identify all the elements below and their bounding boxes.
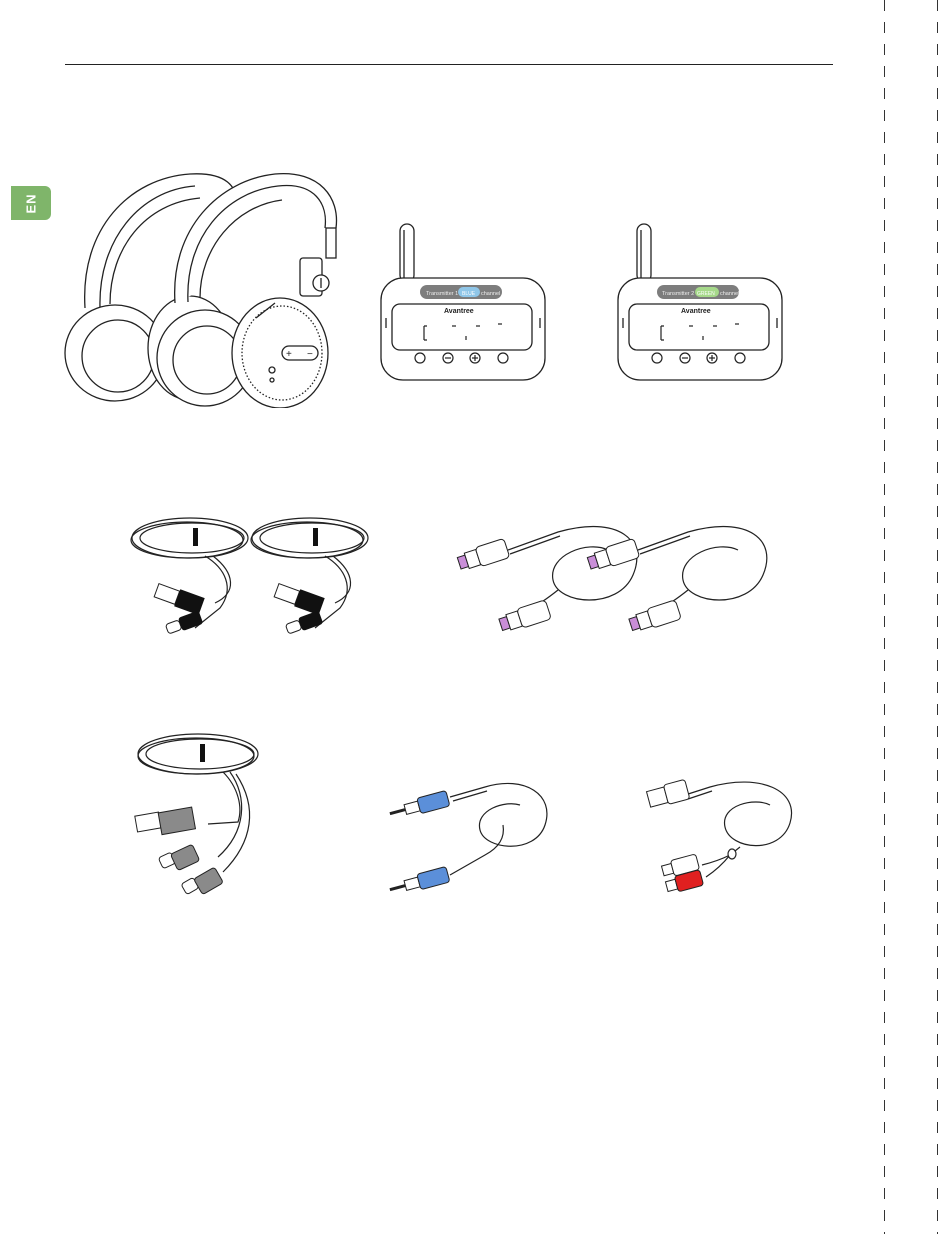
transmitter-1-illustration: Transmitter 1 - BLUE channel Avantree — [378, 218, 548, 386]
language-tab[interactable]: EN — [11, 186, 51, 220]
transmitter-2-illustration: Transmitter 2 - GREEN channel Avantree — [615, 218, 785, 386]
transmitter-1-brand: Avantree — [444, 308, 474, 315]
transmitter-2-channel: GREEN — [697, 291, 715, 297]
usb-splitter-cable-illustration — [128, 722, 278, 902]
transmitter-1-label-suffix: channel — [481, 291, 500, 297]
language-tab-label: EN — [24, 193, 39, 213]
rca-cable-illustration — [640, 765, 805, 895]
svg-text:−: − — [307, 349, 313, 360]
transmitter-2-label-prefix: Transmitter 2 - — [662, 291, 698, 297]
header-rule — [65, 64, 833, 65]
transmitter-1-channel: BLUE — [462, 291, 476, 297]
optical-cables-illustration — [448, 510, 778, 640]
transmitter-1-label-prefix: Transmitter 1 - — [426, 291, 462, 297]
transmitter-2-label-suffix: channel — [720, 291, 739, 297]
transmitter-2-brand: Avantree — [681, 308, 711, 315]
cut-line-left — [884, 0, 885, 1234]
aux-cable-illustration — [385, 775, 555, 895]
cut-line-right — [937, 0, 938, 1234]
usb-c-cables-illustration — [125, 508, 385, 648]
headphones-illustration: + − — [60, 168, 350, 408]
svg-text:+: + — [286, 349, 292, 360]
